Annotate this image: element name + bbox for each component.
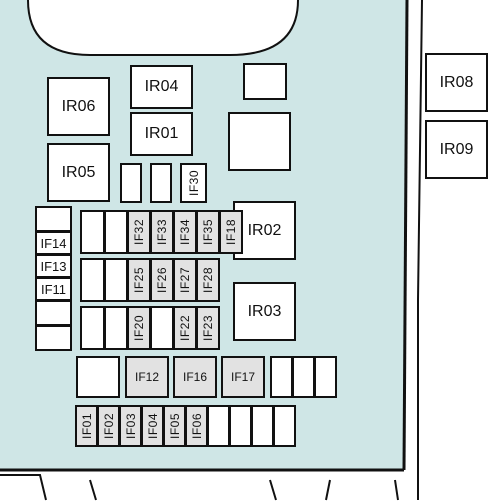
fuse-if20-label: IF20 <box>132 314 146 341</box>
relay-ir01: IR01 <box>130 112 193 156</box>
relay-ir05-label: IR05 <box>61 163 96 181</box>
bottom-tabs <box>0 474 399 501</box>
fuse-if25-label: IF25 <box>132 266 146 293</box>
fuse-if06: IF06 <box>185 405 208 447</box>
fuse-if02: IF02 <box>97 405 120 447</box>
relay-ir04: IR04 <box>130 65 193 109</box>
fuse-if32: IF32 <box>127 210 151 254</box>
fuse-if01-label: IF01 <box>79 412 94 439</box>
fuse-if27-label: IF27 <box>178 266 192 293</box>
fuse-if34-label: IF34 <box>178 218 192 245</box>
outer-right-edge <box>417 0 423 500</box>
fuse-if26: IF26 <box>150 258 174 302</box>
fuse-if26-label: IF26 <box>155 266 169 293</box>
panel-right-edge <box>402 0 409 471</box>
fuse-if06-label: IF06 <box>189 412 204 439</box>
fuse-slot-empty <box>80 306 105 350</box>
fuse-slot-empty <box>273 405 296 447</box>
relay-ir08-label: IR08 <box>439 73 474 91</box>
relay-ir05: IR05 <box>47 143 110 202</box>
fuse-slot-empty <box>292 356 315 398</box>
fuse-slot-empty <box>150 163 172 203</box>
fuse-slot-empty <box>104 306 128 350</box>
fuse-if35: IF35 <box>196 210 220 254</box>
relay-ir09-label: IR09 <box>439 140 474 158</box>
fuse-if17-label: IF17 <box>230 370 255 384</box>
relay-ir03: IR03 <box>233 282 296 341</box>
fuse-if28: IF28 <box>196 258 220 302</box>
fuse-if11-label: IF11 <box>40 281 67 297</box>
fuse-if12-label: IF12 <box>134 370 159 384</box>
fuse-slot-empty <box>150 306 174 350</box>
relay-ir06: IR06 <box>47 77 110 136</box>
relay-ir03-label: IR03 <box>247 302 282 320</box>
fuse-if18: IF18 <box>219 210 243 254</box>
fuse-slot-empty <box>104 258 128 302</box>
relay-ir04-label: IR04 <box>144 78 179 95</box>
fuse-if27: IF27 <box>173 258 197 302</box>
fuse-if18-label: IF18 <box>224 218 238 245</box>
fuse-if33: IF33 <box>150 210 174 254</box>
fuse-if03: IF03 <box>119 405 142 447</box>
fuse-slot-empty <box>35 325 72 351</box>
fuse-slot-empty <box>80 258 105 302</box>
fuse-slot-empty <box>229 405 252 447</box>
relay-ir01-label: IR01 <box>144 125 179 142</box>
fuse-if12: IF12 <box>125 356 169 398</box>
fuse-if04: IF04 <box>141 405 164 447</box>
relay-unlabeled-large <box>228 112 291 171</box>
fuse-if04-label: IF04 <box>145 412 160 439</box>
fuse-if28-label: IF28 <box>201 266 215 293</box>
fuse-slot-empty <box>76 356 120 398</box>
fuse-if22: IF22 <box>173 306 197 350</box>
fuse-slot-empty <box>120 163 142 203</box>
fuse-if35-label: IF35 <box>201 218 215 245</box>
fuse-slot-empty <box>251 405 274 447</box>
fuse-slot-empty <box>314 356 337 398</box>
fuse-if23-label: IF23 <box>201 314 215 341</box>
fuse-if03-label: IF03 <box>123 412 138 439</box>
fuse-slot-empty <box>35 206 72 232</box>
fuse-if11: IF11 <box>35 277 72 301</box>
fuse-if34: IF34 <box>173 210 197 254</box>
fuse-if05: IF05 <box>163 405 186 447</box>
fuse-if30-label: IF30 <box>186 169 201 196</box>
fuse-if23: IF23 <box>196 306 220 350</box>
fuse-if13-label: IF13 <box>40 258 67 274</box>
fuse-slot-empty <box>80 210 105 254</box>
fuse-if25: IF25 <box>127 258 151 302</box>
fuse-if13: IF13 <box>35 254 72 278</box>
fuse-if30: IF30 <box>180 163 207 203</box>
relay-unlabeled-small <box>243 63 287 100</box>
relay-ir09: IR09 <box>425 120 488 179</box>
fuse-if32-label: IF32 <box>132 218 146 245</box>
fuse-slot-empty <box>207 405 230 447</box>
fuse-if14-label: IF14 <box>40 235 67 251</box>
fuse-if20: IF20 <box>127 306 151 350</box>
relay-ir02-label: IR02 <box>247 221 282 239</box>
fuse-slot-empty <box>35 300 72 326</box>
fuse-if22-label: IF22 <box>178 314 192 341</box>
fuse-if33-label: IF33 <box>155 218 169 245</box>
fuse-if16: IF16 <box>173 356 217 398</box>
fuse-slot-empty <box>270 356 293 398</box>
fuse-slot-empty <box>104 210 128 254</box>
fuse-if01: IF01 <box>75 405 98 447</box>
panel-notch <box>27 0 299 56</box>
relay-ir02: IR02 <box>233 201 296 260</box>
fuse-if14: IF14 <box>35 231 72 255</box>
fuse-if02-label: IF02 <box>101 412 116 439</box>
relay-ir06-label: IR06 <box>61 97 96 115</box>
relay-ir08: IR08 <box>425 53 488 112</box>
fuse-if16-label: IF16 <box>182 370 207 384</box>
fuse-if05-label: IF05 <box>167 412 182 439</box>
fuse-if17: IF17 <box>221 356 265 398</box>
